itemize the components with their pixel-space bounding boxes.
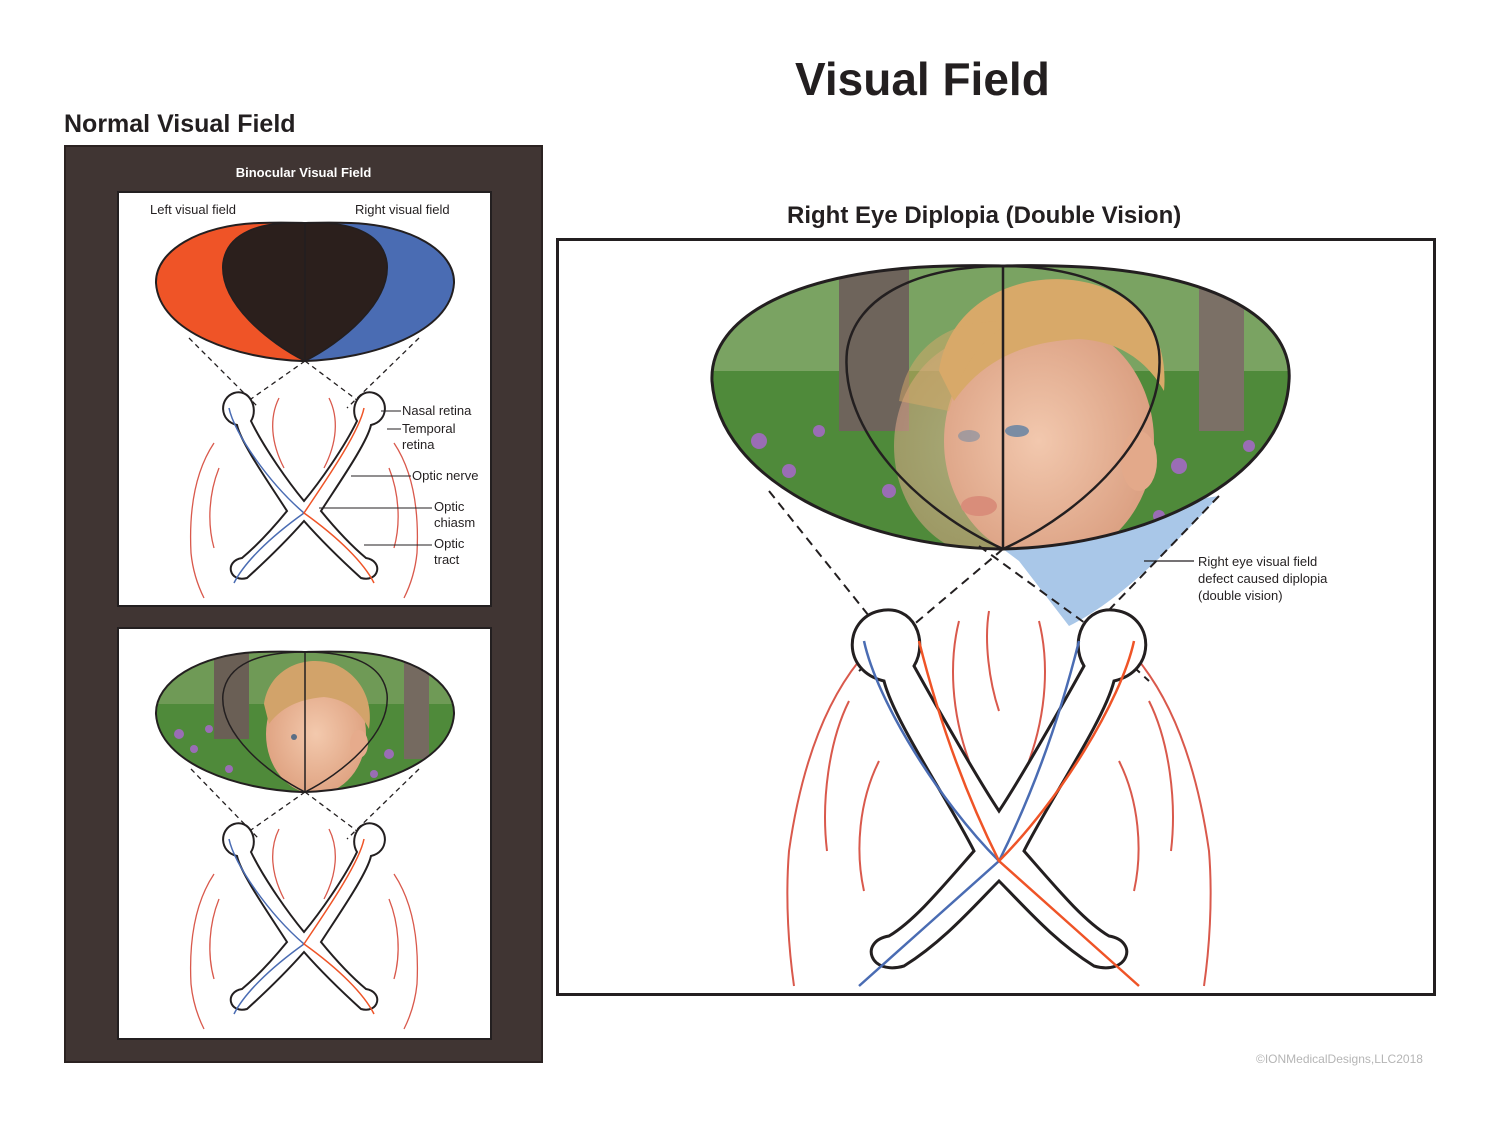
diplopia-diagram-box: Right eye visual field defect caused dip… — [556, 238, 1436, 996]
optic-tract-label-2: tract — [434, 552, 460, 567]
brain-vessels — [189, 397, 419, 599]
child-hair — [264, 660, 370, 729]
brain-vessels-right — [786, 610, 1212, 987]
temporal-retina-label-1: Temporal — [402, 421, 456, 436]
optic-tract-label-1: Optic — [434, 536, 465, 551]
defect-label-3: (double vision) — [1198, 588, 1283, 603]
optic-nerve-label: Optic nerve — [412, 468, 478, 483]
normal-section-heading: Normal Visual Field — [64, 110, 296, 138]
child-hair-main — [939, 279, 1165, 401]
page-title: Visual Field — [795, 53, 1050, 105]
tree-trunk-left — [839, 265, 909, 431]
defect-label-2: defect caused diplopia — [1198, 571, 1328, 586]
normal-visual-field-panel: Binocular Visual Field Left visual field… — [64, 145, 543, 1063]
optic-chiasm-label-1: Optic — [434, 499, 465, 514]
left-field-label: Left visual field — [150, 202, 236, 217]
defect-label-1: Right eye visual field — [1198, 554, 1317, 569]
optic-pathway-right — [850, 608, 1148, 970]
diplopia-section-heading: Right Eye Diplopia (Double Vision) — [787, 202, 1182, 229]
binocular-diagram: Left visual field Right visual field — [150, 202, 478, 599]
optic-pathway — [222, 391, 386, 580]
nerve-fiber-orange — [302, 407, 375, 584]
nasal-retina-label: Nasal retina — [402, 403, 472, 418]
normal-photo-diagram-box — [117, 627, 492, 1040]
temporal-retina-label-2: retina — [402, 437, 435, 452]
binocular-label: Binocular Visual Field — [235, 165, 372, 180]
double-vision-scene — [711, 265, 1290, 550]
normal-photo-diagram — [154, 650, 456, 1030]
child-face-main — [944, 321, 1154, 550]
copyright-notice: ©IONMedicalDesigns,LLC2018 — [1256, 1052, 1423, 1066]
optic-chiasm-label-2: chiasm — [434, 515, 475, 530]
right-field-label: Right visual field — [355, 202, 450, 217]
scene-photo — [155, 651, 455, 792]
nerve-fiber-orange-right — [997, 640, 1140, 987]
binocular-diagram-box: Left visual field Right visual field — [117, 191, 492, 607]
diplopia-diagram: Right eye visual field defect caused dip… — [710, 264, 1328, 987]
nerve-fiber-blue-right — [858, 640, 1001, 987]
tree-trunk — [214, 651, 249, 739]
